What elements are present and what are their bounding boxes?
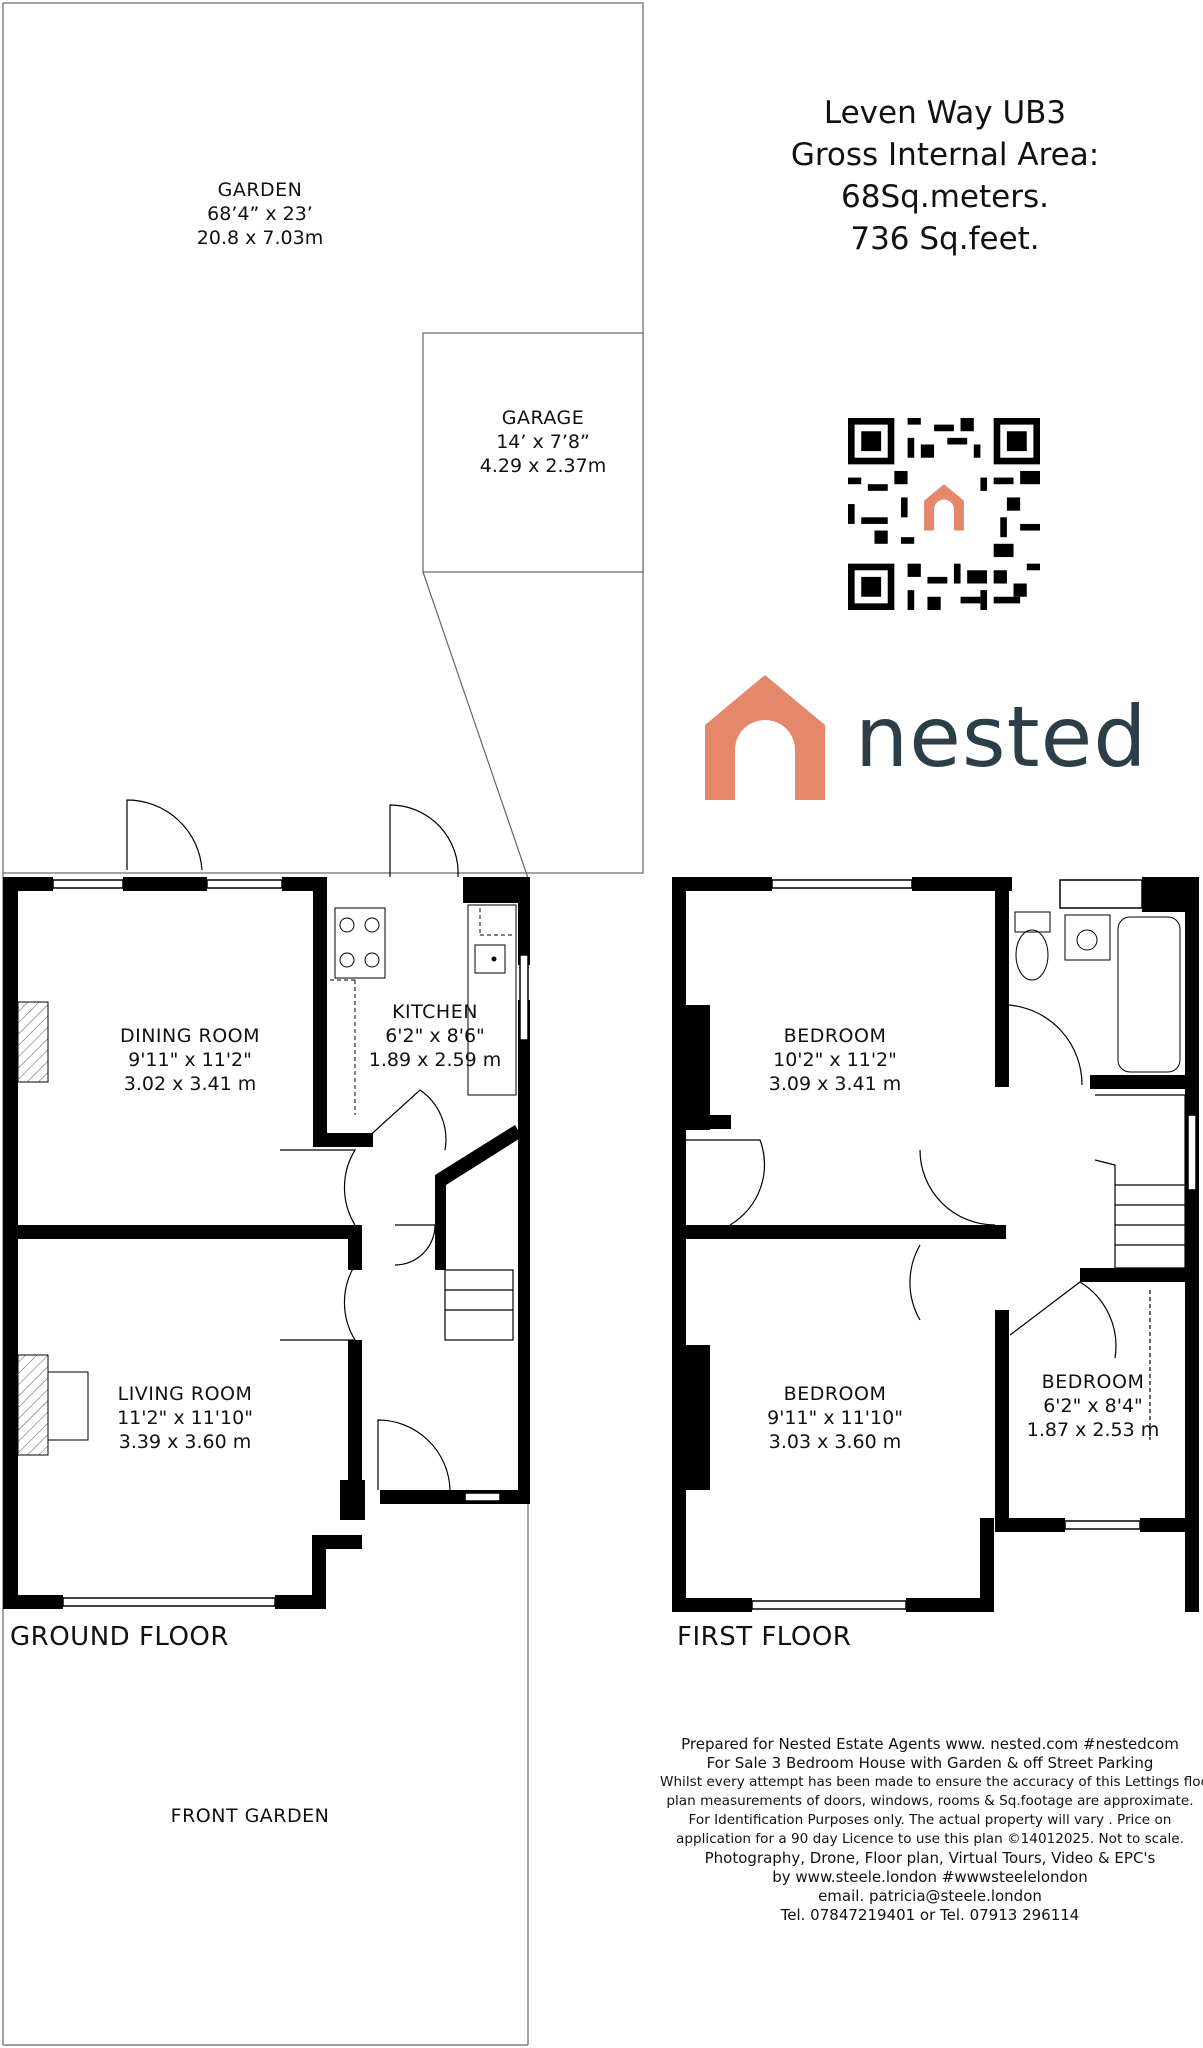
ground-floor-walls bbox=[3, 877, 530, 1609]
ground-floor-windows bbox=[52, 879, 529, 1607]
garage-outline bbox=[422, 332, 644, 573]
room-label-dining-room: DINING ROOM 9'11" x 11'2" 3.02 x 3.41 m bbox=[119, 1025, 261, 1095]
note-line: Prepared for Nested Estate Agents www. n… bbox=[681, 1735, 1179, 1753]
room-label-garden: GARDEN 68’4” x 23’ 20.8 x 7.03m bbox=[196, 179, 324, 249]
title-address: Leven Way UB3 bbox=[823, 95, 1067, 131]
bathroom-fittings bbox=[1014, 911, 1181, 1073]
title-area-imperial: 736 Sq.feet. bbox=[850, 221, 1040, 257]
room-label-bedroom-1: BEDROOM 10'2" x 11'2" 3.09 x 3.41 m bbox=[768, 1025, 902, 1095]
first-floor-walls bbox=[672, 877, 1199, 1612]
note-line: Photography, Drone, Floor plan, Virtual … bbox=[704, 1849, 1156, 1867]
dining-fireplace bbox=[17, 1001, 49, 1083]
title-area-label: Gross Internal Area: bbox=[790, 137, 1100, 173]
room-label-bedroom-2: BEDROOM 9'11" x 11'10" 3.03 x 3.60 m bbox=[767, 1383, 903, 1453]
qr-code-icon[interactable] bbox=[848, 418, 1040, 610]
note-line: For Sale 3 Bedroom House with Garden & o… bbox=[706, 1754, 1154, 1772]
room-label-bedroom-3: BEDROOM 6'2" x 8'4" 1.87 x 2.53 m bbox=[1026, 1371, 1160, 1441]
living-fireplace bbox=[17, 1354, 49, 1456]
room-label-kitchen: KITCHEN 6'2" x 8'6" 1.89 x 2.59 m bbox=[368, 1001, 502, 1071]
brand-logo: nested bbox=[700, 670, 1180, 810]
note-line: application for a 90 day Licence to use … bbox=[676, 1831, 1184, 1847]
ground-floor-doors bbox=[126, 799, 459, 1491]
floor-label-ground: GROUND FLOOR bbox=[10, 1622, 229, 1652]
property-title: Leven Way UB3 Gross Internal Area: 68Sq.… bbox=[760, 92, 1130, 260]
note-line: email. patricia@steele.london bbox=[818, 1887, 1042, 1905]
brand-name: nested bbox=[855, 688, 1148, 786]
floor-label-first: FIRST FLOOR bbox=[677, 1622, 852, 1652]
title-area-metric: 68Sq.meters. bbox=[841, 179, 1049, 215]
note-line: Tel. 07847219401 or Tel. 07913 296114 bbox=[780, 1906, 1080, 1924]
note-line: Whilst every attempt has been made to en… bbox=[660, 1774, 1203, 1790]
room-label-garage: GARAGE 14’ x 7’8” 4.29 x 2.37m bbox=[479, 407, 607, 477]
kitchen-fittings bbox=[330, 904, 517, 1115]
note-line: plan measurements of doors, windows, roo… bbox=[666, 1793, 1194, 1809]
first-stairs bbox=[1094, 1094, 1186, 1440]
first-floor-windows bbox=[751, 879, 1197, 1610]
note-line: For Identification Purposes only. The ac… bbox=[688, 1812, 1172, 1828]
first-floor-doors bbox=[686, 1004, 1117, 1359]
note-line: by www.steele.london #wwwsteelelondon bbox=[772, 1868, 1088, 1886]
ground-stairs bbox=[444, 1269, 514, 1341]
room-label-living-room: LIVING ROOM 11'2" x 11'10" 3.39 x 3.60 m bbox=[117, 1383, 253, 1453]
disclaimer-notes: Prepared for Nested Estate Agents www. n… bbox=[660, 1735, 1203, 1925]
house-arch-icon bbox=[705, 675, 825, 800]
room-label-front-garden: FRONT GARDEN bbox=[170, 1805, 330, 1827]
